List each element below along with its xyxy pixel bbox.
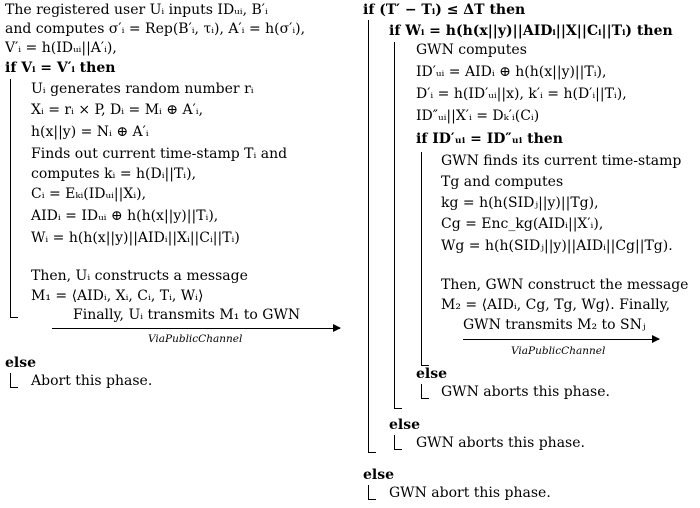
right-inner-if-bar	[421, 152, 422, 365]
right-outer-else-bar	[368, 485, 369, 499]
left-line: h(x||y) = Nᵢ ⊕ A′ᵢ	[31, 124, 149, 140]
right-outer-if-end	[368, 452, 376, 453]
right-line: Cg = Enc_kg(AIDᵢ||X′ᵢ),	[441, 216, 604, 232]
right-inner-else-end	[421, 398, 429, 399]
right-if-keyword-line: if (T′ − Tᵢ) ≤ ΔT then	[363, 2, 526, 18]
right-outer-else-keyword: else	[363, 467, 395, 483]
right-outer-if-bar	[368, 20, 369, 452]
left-line: Finally, Uᵢ transmits M₁ to GWN	[73, 307, 301, 323]
left-transmit-arrow	[52, 324, 341, 332]
left-if-keyword-line: if Vᵢ = V′ᵢ then	[5, 60, 116, 76]
right-line: GWN finds its current time-stamp	[441, 153, 682, 169]
left-line: and computes σ′ᵢ = Rep(B′ᵢ, τᵢ), A′ᵢ = h…	[5, 21, 306, 37]
left-else-bar	[10, 373, 11, 387]
right-line: GWN transmits M₂ to SNⱼ	[463, 317, 646, 333]
right-line: ID′ᵤᵢ = AIDᵢ ⊕ h(h(x||y)||Tᵢ),	[416, 64, 607, 80]
left-if-block-bar	[10, 79, 11, 317]
left-else-keyword: else	[5, 355, 37, 371]
right-channel-label: ViaPublicChannel	[511, 345, 606, 357]
left-channel-label: ViaPublicChannel	[148, 333, 243, 345]
right-if-keyword-line: if ID′ᵤᵢ = ID″ᵤᵢ then	[416, 131, 563, 147]
right-line: Wg = h(h(SIDⱼ||y)||AIDᵢ||Cg||Tg).	[441, 238, 673, 254]
right-line: GWN aborts this phase.	[441, 384, 610, 400]
left-line: Wᵢ = h(h(x||y)||AIDᵢ||Xᵢ||Cᵢ||Tᵢ)	[31, 230, 240, 246]
left-line: Abort this phase.	[31, 373, 153, 389]
left-line: AIDᵢ = IDᵤᵢ ⊕ h(h(x||y)||Tᵢ),	[31, 208, 219, 224]
right-line: GWN computes	[416, 42, 527, 58]
right-line: ID″ᵤᵢ||X′ᵢ = Dₖ′ᵢ(Cᵢ)	[416, 108, 540, 124]
right-mid-if-bar	[394, 42, 395, 408]
left-line: computes kᵢ = h(Dᵢ||Tᵢ),	[31, 166, 197, 182]
left-line: M₁ = ⟨AIDᵢ, Xᵢ, Cᵢ, Tᵢ, Wᵢ⟩	[31, 288, 204, 304]
right-mid-else-bar	[394, 435, 395, 449]
left-line: Finds out current time-stamp Tᵢ and	[31, 146, 288, 162]
right-line: GWN abort this phase.	[389, 485, 551, 501]
left-line: Then, Uᵢ constructs a message	[31, 268, 248, 284]
left-else-end	[10, 387, 18, 388]
right-mid-if-end	[394, 408, 402, 409]
right-line: GWN aborts this phase.	[416, 435, 585, 451]
right-inner-if-end	[421, 365, 429, 366]
right-line: D′ᵢ = h(ID′ᵤᵢ||x), k′ᵢ = h(D′ᵢ||Tᵢ),	[416, 86, 627, 102]
right-line: Tg and computes	[441, 174, 564, 190]
right-mid-else-end	[394, 449, 402, 450]
right-mid-else-keyword: else	[389, 417, 421, 433]
left-line: Cᵢ = Eₖᵢ(IDᵤᵢ||Xᵢ),	[31, 186, 147, 202]
left-line: Xᵢ = rᵢ × P, Dᵢ = Mᵢ ⊕ A′ᵢ,	[31, 102, 204, 118]
left-if-block-end	[10, 317, 18, 318]
right-if-keyword-line: if Wᵢ = h(h(x||y)||AIDᵢ||X||Cᵢ||Tᵢ) then	[389, 23, 673, 39]
left-line: V′ᵢ = h(IDᵤᵢ||A′ᵢ),	[5, 40, 117, 56]
left-line: Uᵢ generates random number rᵢ	[31, 81, 254, 97]
right-line: M₂ = ⟨AIDᵢ, Cg, Tg, Wg⟩. Finally,	[441, 297, 671, 313]
left-line: The registered user Uᵢ inputs IDᵤᵢ, B′ᵢ	[5, 2, 268, 18]
right-line: Then, GWN construct the message	[441, 277, 689, 293]
right-transmit-arrow	[463, 335, 660, 343]
right-outer-else-end	[368, 499, 376, 500]
right-inner-else-bar	[421, 384, 422, 398]
right-inner-else-keyword: else	[416, 366, 448, 382]
right-line: kg = h(h(SIDⱼ||y)||Tg),	[441, 195, 599, 211]
